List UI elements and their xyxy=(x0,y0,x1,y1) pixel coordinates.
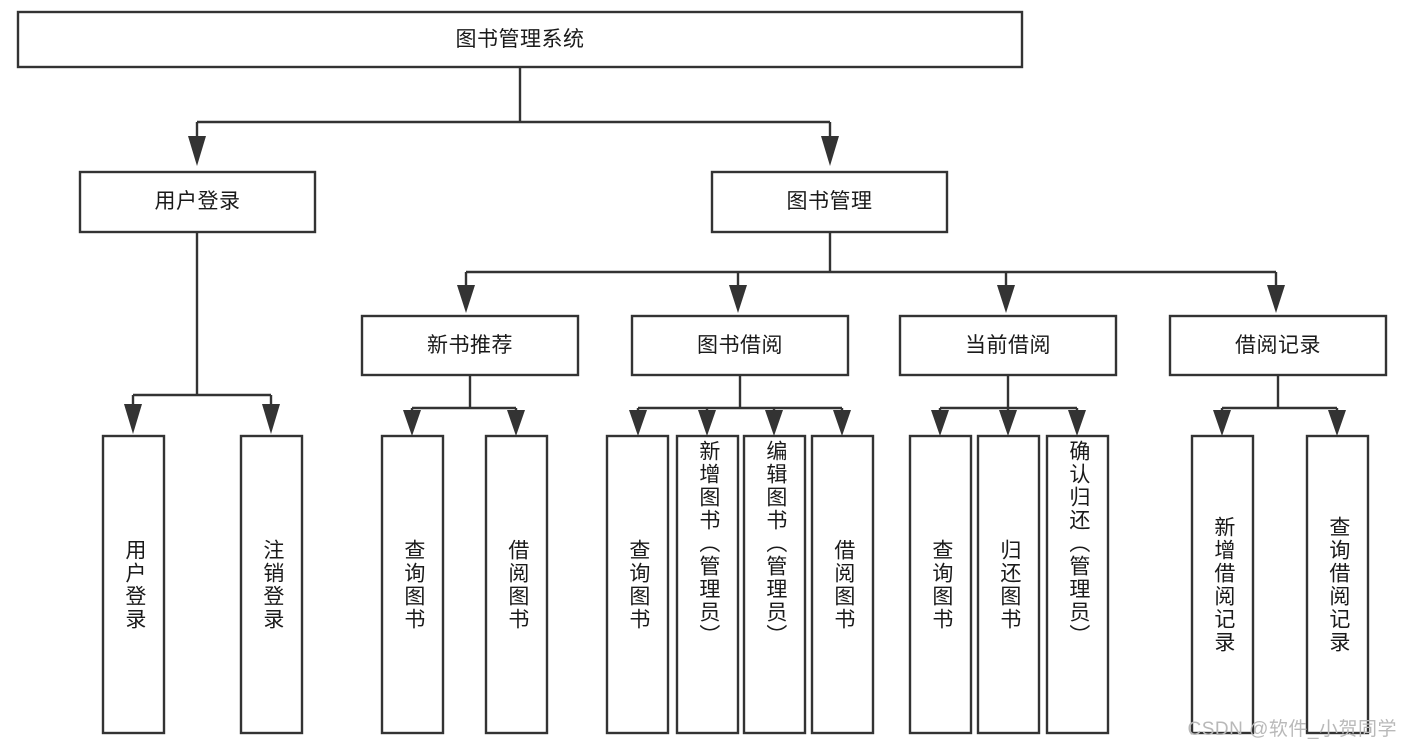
node-box-current xyxy=(898,314,1118,377)
node-box-leaf13 xyxy=(1305,434,1370,735)
arrowhead-login xyxy=(188,136,206,166)
arrowhead-leaf10 xyxy=(999,410,1017,436)
arrowhead-newbook xyxy=(457,285,475,313)
arrowhead-bookmgmt xyxy=(821,136,839,166)
arrowhead-leaf3 xyxy=(403,410,421,436)
node-box-leaf7 xyxy=(742,434,807,735)
node-box-leaf6 xyxy=(675,434,740,735)
arrowhead-borrow xyxy=(729,285,747,313)
arrowhead-leaf9 xyxy=(931,410,949,436)
arrowhead-leaf5 xyxy=(629,410,647,436)
node-box-leaf3 xyxy=(380,434,445,735)
node-box-leaf12 xyxy=(1190,434,1255,735)
arrowhead-leaf4 xyxy=(507,410,525,436)
node-box-leaf1 xyxy=(101,434,166,735)
arrowhead-records xyxy=(1267,285,1285,313)
node-box-bookmgmt xyxy=(710,170,949,234)
node-box-leaf2 xyxy=(239,434,304,735)
node-box-leaf9 xyxy=(908,434,973,735)
node-box-leaf4 xyxy=(484,434,549,735)
node-box-leaf11 xyxy=(1045,434,1110,735)
arrowhead-leaf13 xyxy=(1328,410,1346,436)
arrowhead-leaf6 xyxy=(698,410,716,436)
node-box-login xyxy=(78,170,317,234)
node-box-leaf5 xyxy=(605,434,670,735)
node-box-borrow xyxy=(630,314,850,377)
node-box-leaf8 xyxy=(810,434,875,735)
arrowhead-leaf1 xyxy=(124,404,142,434)
node-box-root xyxy=(16,10,1024,69)
arrowhead-leaf11 xyxy=(1068,410,1086,436)
node-box-leaf10 xyxy=(976,434,1041,735)
arrowhead-leaf7 xyxy=(765,410,783,436)
arrowhead-leaf12 xyxy=(1213,410,1231,436)
node-box-records xyxy=(1168,314,1388,377)
arrowhead-leaf2 xyxy=(262,404,280,434)
node-box-newbook xyxy=(360,314,580,377)
arrowhead-current xyxy=(997,285,1015,313)
arrowhead-leaf8 xyxy=(833,410,851,436)
